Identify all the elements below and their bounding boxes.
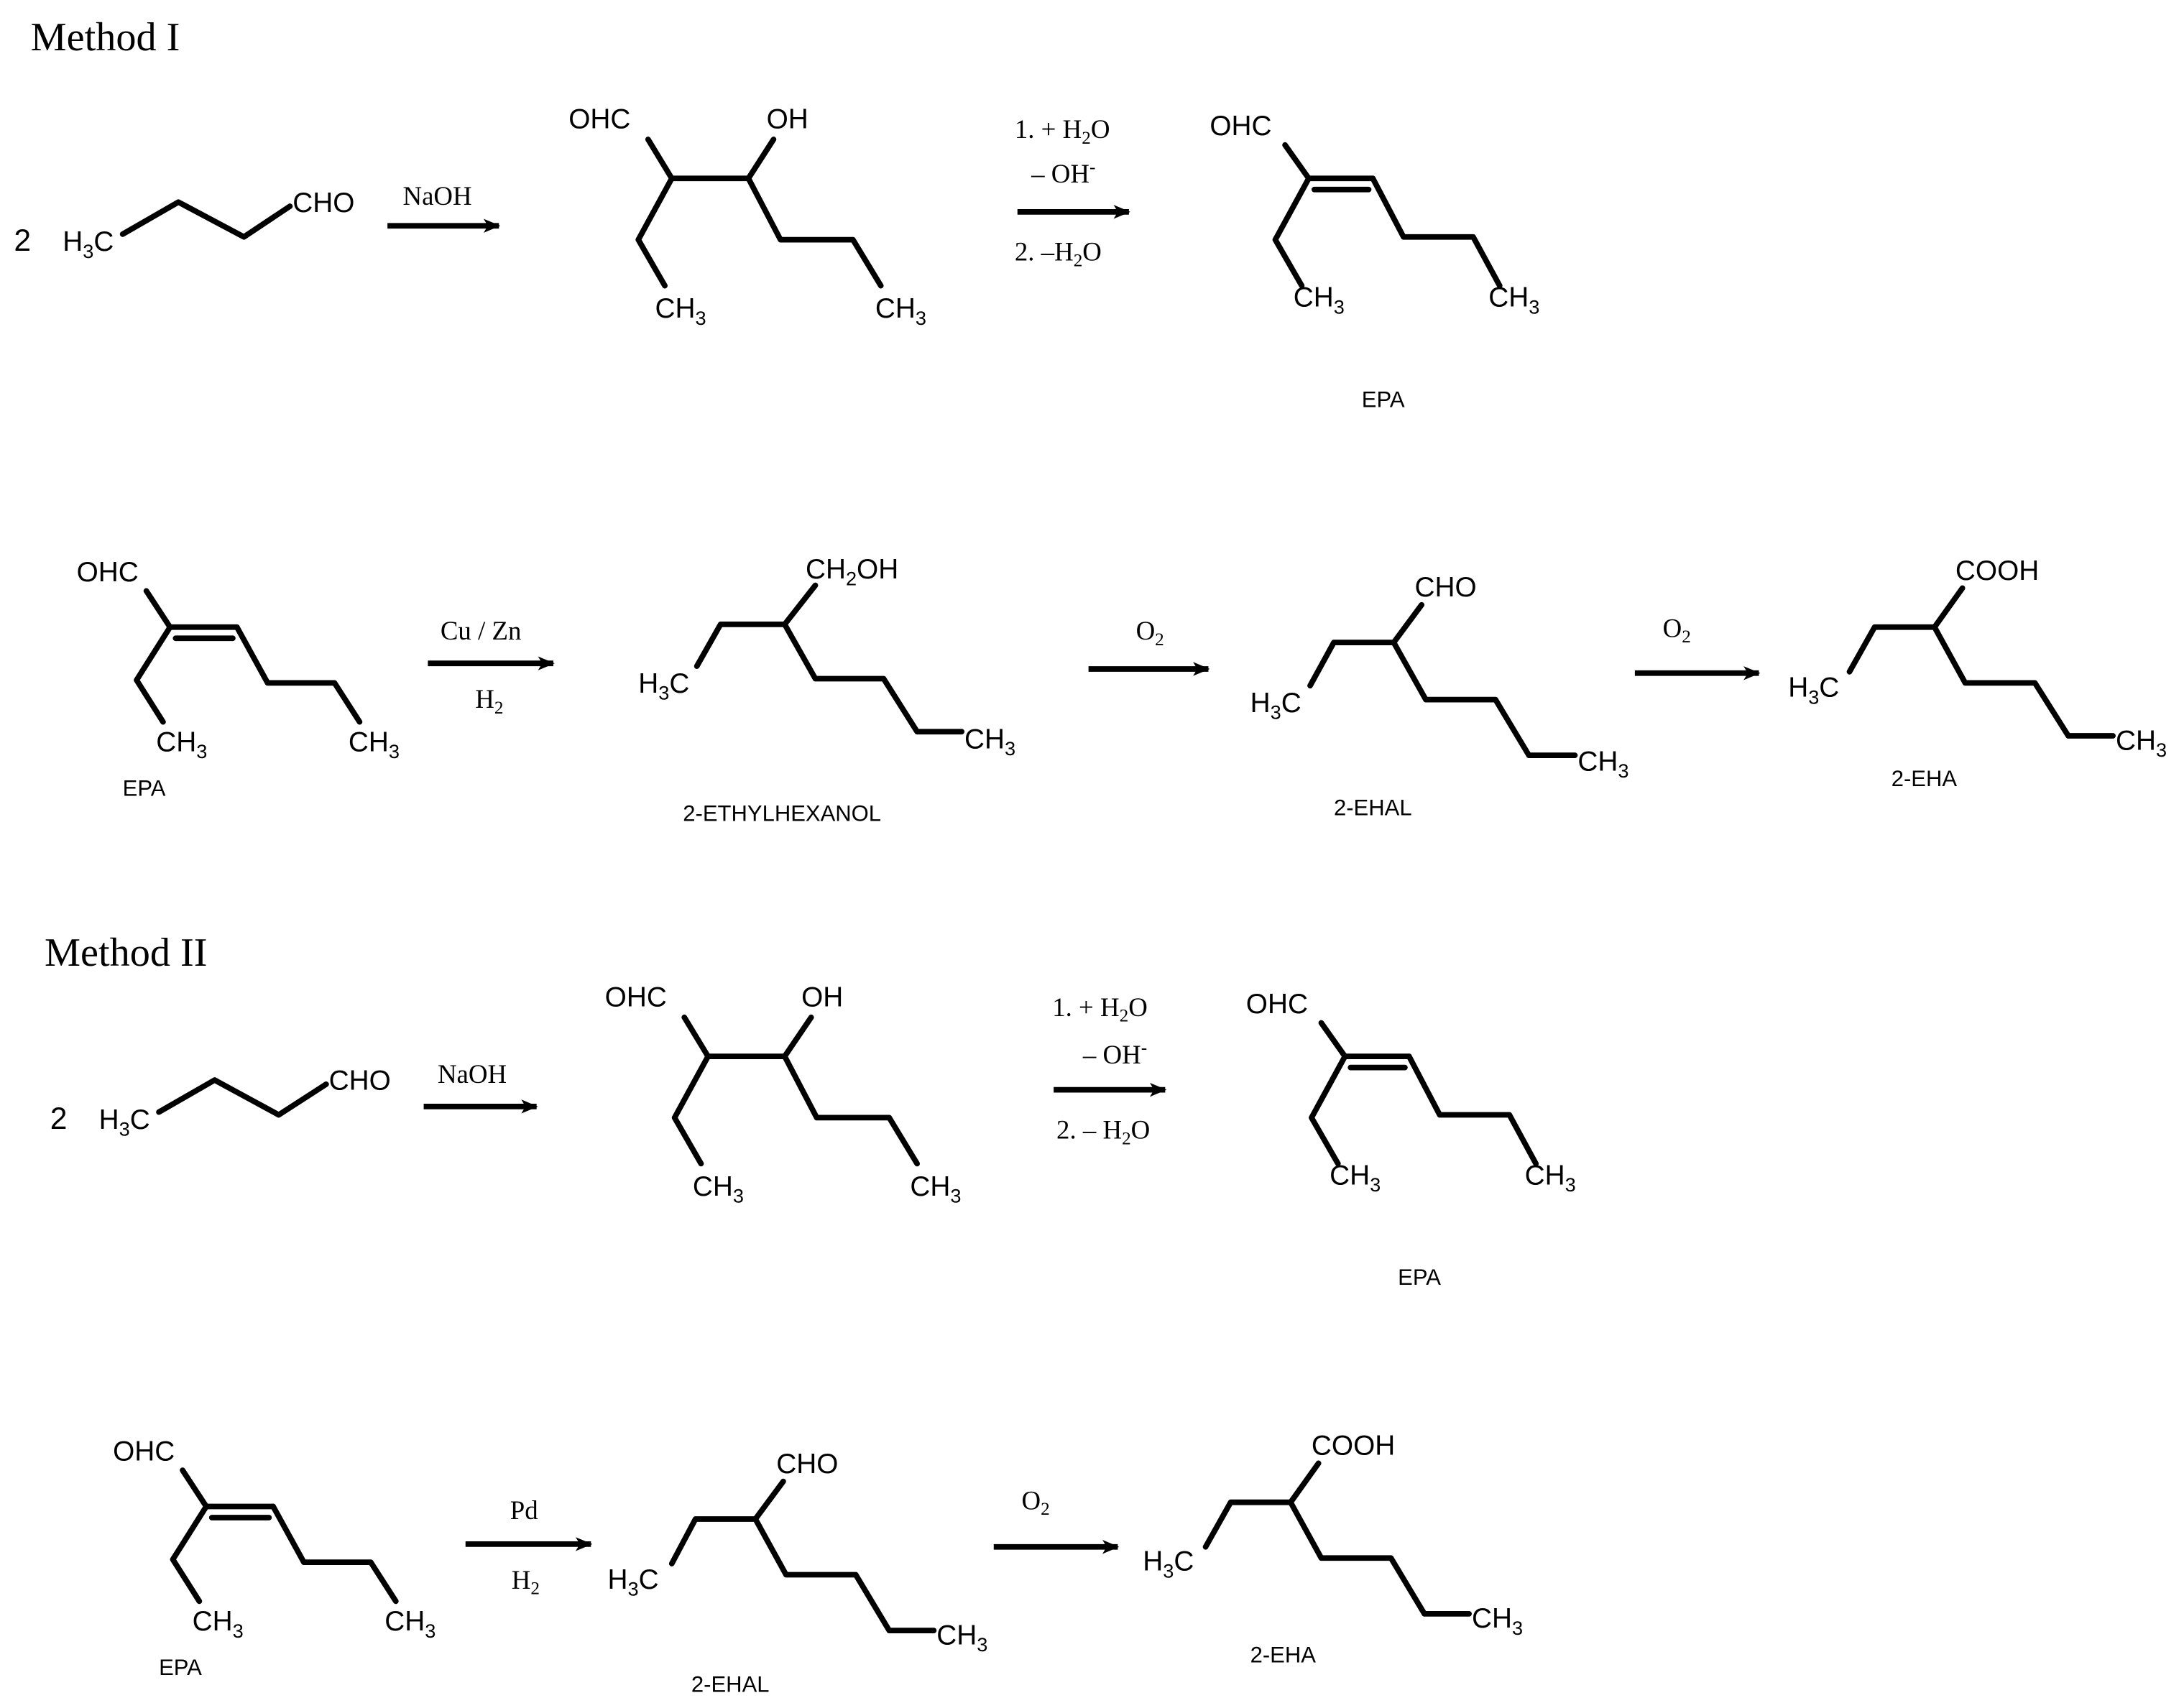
m1-row2-arrow1-above: Cu / Zn (441, 616, 522, 645)
m1-eha-name: 2-EHA (1892, 766, 1958, 791)
m1-arrow2-line2: – OH- (1031, 158, 1095, 189)
m1-aldol-ch3-left: CH3 (655, 293, 706, 329)
m1-arrow2-line1: 1. + H2O (1015, 114, 1110, 148)
method-2-title: Method II (45, 931, 207, 975)
m2-aldol-ch3-left: CH3 (693, 1171, 744, 1207)
m2-arrow-naoh: NaOH (423, 1059, 538, 1114)
m1-aldol-oh-label: OH (767, 103, 808, 134)
m1-epa-bottom: OHC CH3 CH3 EPA (77, 557, 400, 801)
m2-eha-ch3: CH3 (1472, 1603, 1523, 1639)
m1-arrow-dehydration: 1. + H2O – OH- 2. –H2O (1015, 114, 1130, 271)
m2-row2-arrow2-label: O2 (1022, 1485, 1050, 1519)
m1-epa-bottom-name: EPA (123, 775, 166, 800)
m1-row2-arrow1-below: H2 (475, 684, 503, 718)
m1-epa-top-ch3-left: CH3 (1294, 282, 1345, 318)
m1-eha-h3c: H3C (1788, 673, 1839, 709)
m1-aldol: OHC OH CH3 CH3 (568, 103, 926, 328)
m1-ethylhexanol: CH2OH H3C CH3 2-ETHYLHEXANOL (638, 554, 1015, 826)
m1-arrow1-label: NaOH (402, 181, 471, 211)
m2-eha: COOH H3C CH3 2-EHA (1143, 1431, 1523, 1668)
m1-epa-bottom-ohc: OHC (77, 557, 139, 588)
m2-ehal-ch3: CH3 (936, 1620, 987, 1656)
m2-ehal-cho: CHO (776, 1449, 838, 1480)
m2-epa-top-name: EPA (1398, 1265, 1441, 1290)
m2-epa-top-ch3-left: CH3 (1330, 1160, 1381, 1196)
m1-coefficient: 2 (14, 223, 31, 258)
m1-ehal-h3c: H3C (1250, 688, 1301, 724)
m2-arrow2-line1: 1. + H2O (1052, 992, 1148, 1026)
m1-epa-top-ohc: OHC (1210, 111, 1271, 142)
m1-butanal-cho-label: CHO (292, 188, 354, 218)
m1-ethylhexanol-ch2oh: CH2OH (806, 554, 898, 590)
m2-ehal-name: 2-EHAL (691, 1671, 770, 1697)
m1-butanal-h3c-label: H3C (63, 226, 114, 262)
m1-epa-top-name: EPA (1362, 387, 1405, 412)
m2-arrow2-line3: 2. – H2O (1056, 1115, 1150, 1149)
m2-row2-arrow1-above: Pd (510, 1495, 538, 1525)
m2-arrow-pd: Pd H2 (465, 1495, 593, 1599)
m2-arrow-dehydration: 1. + H2O – OH- 2. – H2O (1052, 992, 1167, 1149)
m2-arrow1-label: NaOH (438, 1059, 507, 1089)
m1-ehal-name: 2-EHAL (1334, 795, 1412, 821)
m1-aldol-ohc-label: OHC (568, 103, 630, 134)
m2-epa-bottom-ohc: OHC (113, 1436, 175, 1467)
m2-eha-h3c: H3C (1143, 1546, 1194, 1582)
m1-eha-cooh: COOH (1955, 555, 2039, 586)
m1-arrow-o2-a: O2 (1088, 616, 1210, 676)
m2-row2-arrow1-below: H2 (512, 1565, 540, 1599)
m2-butanal-cho-label: CHO (329, 1066, 391, 1097)
m2-aldol: OHC OH CH3 CH3 (605, 982, 962, 1206)
m2-butanal: 2 H3C CHO (50, 1066, 391, 1140)
m1-arrow-cuzn: Cu / Zn H2 (428, 616, 555, 718)
m2-butanal-h3c-label: H3C (99, 1104, 150, 1140)
m2-ehal: CHO H3C CH3 2-EHAL (608, 1449, 988, 1697)
m2-eha-name: 2-EHA (1250, 1643, 1317, 1668)
m1-epa-top: OHC CH3 CH3 EPA (1210, 111, 1539, 412)
m1-eha-ch3: CH3 (2116, 725, 2167, 761)
m2-epa-bottom-ch3-left: CH3 (193, 1606, 244, 1642)
m2-aldol-oh-label: OH (801, 982, 843, 1012)
m1-ethylhexanol-h3c: H3C (638, 668, 689, 704)
m2-ehal-h3c: H3C (608, 1564, 659, 1600)
m1-eha: COOH H3C CH3 2-EHA (1788, 555, 2167, 791)
m1-row2-arrow2-label: O2 (1136, 616, 1164, 650)
m1-butanal: 2 H3C CHO (14, 188, 354, 262)
m1-ethylhexanol-ch3: CH3 (964, 724, 1015, 760)
m2-coefficient: 2 (50, 1102, 68, 1136)
m1-row2-arrow3-label: O2 (1663, 613, 1691, 647)
m1-arrow-o2-b: O2 (1634, 613, 1761, 680)
m1-arrow-naoh: NaOH (387, 181, 501, 233)
m1-arrow2-line3: 2. –H2O (1015, 237, 1102, 271)
method-1-title: Method I (31, 15, 180, 60)
m1-epa-top-ch3-right: CH3 (1488, 282, 1539, 318)
m2-epa-bottom-ch3-right: CH3 (384, 1606, 436, 1642)
m2-epa-top-ohc: OHC (1246, 989, 1308, 1020)
m1-ehal-ch3: CH3 (1577, 747, 1628, 783)
m1-ethylhexanol-name: 2-ETHYLHEXANOL (683, 800, 881, 826)
m2-aldol-ch3-right: CH3 (910, 1171, 961, 1207)
m2-arrow-o2: O2 (993, 1485, 1120, 1554)
m1-epa-bottom-ch3-right: CH3 (349, 726, 400, 762)
m1-ehal: CHO H3C CH3 2-EHAL (1250, 572, 1629, 820)
m2-epa-top-ch3-right: CH3 (1525, 1160, 1576, 1196)
m2-epa-bottom-name: EPA (159, 1655, 202, 1680)
m2-aldol-ohc-label: OHC (605, 982, 667, 1012)
m1-ehal-cho: CHO (1414, 572, 1476, 603)
m2-eha-cooh: COOH (1312, 1431, 1395, 1462)
m2-epa-top: OHC CH3 CH3 EPA (1246, 989, 1576, 1290)
m1-aldol-ch3-right: CH3 (875, 293, 926, 329)
m1-epa-bottom-ch3-left: CH3 (156, 726, 207, 762)
m2-epa-bottom: OHC CH3 CH3 EPA (113, 1436, 436, 1681)
m2-arrow2-line2: – OH- (1082, 1038, 1147, 1069)
